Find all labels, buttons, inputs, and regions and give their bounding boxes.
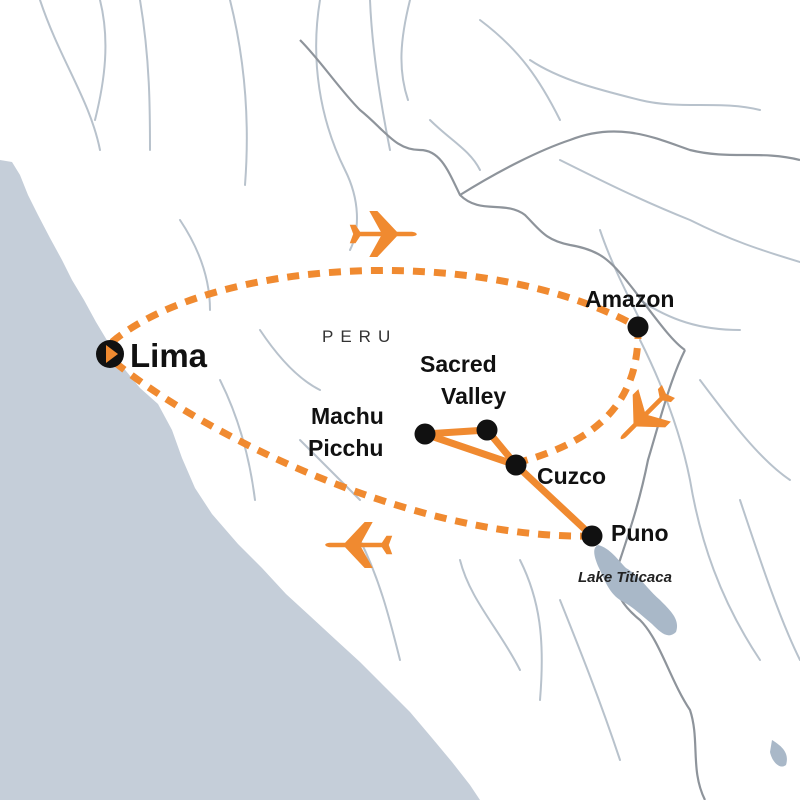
location-marker-icon[interactable] (581, 525, 603, 547)
place-label-sacred-valley[interactable]: Sacred (420, 351, 497, 377)
airplane-icon (349, 211, 417, 257)
place-label-machu-picchu[interactable]: Machu (311, 403, 384, 429)
rivers (39, 0, 800, 761)
location-marker-icon[interactable] (505, 454, 527, 476)
lake-small (770, 740, 787, 767)
place-label-lima[interactable]: Lima (130, 337, 208, 374)
route-cuzco-puno (512, 461, 596, 540)
start-marker-icon[interactable] (96, 340, 124, 368)
place-label-cuzco[interactable]: Cuzco (537, 463, 606, 489)
country-label: PERU (322, 327, 397, 346)
airplane-icon (325, 522, 393, 568)
location-marker-icon[interactable] (476, 419, 498, 441)
airplane-icon (620, 385, 675, 440)
lake-titicaca-shape (594, 545, 678, 636)
pacific-ocean (0, 160, 480, 800)
route-puno-lima (109, 357, 593, 540)
lake-label: Lake Titicaca (578, 569, 672, 586)
place-label-amazon[interactable]: Amazon (585, 286, 674, 312)
flight-routes (109, 266, 642, 540)
route-machu-cuzco (421, 430, 520, 469)
place-label-sacred-valley[interactable]: Valley (441, 383, 506, 409)
route-amazon-cuzco (519, 326, 642, 466)
location-marker-icon[interactable] (627, 316, 649, 338)
place-label-machu-picchu[interactable]: Picchu (308, 435, 383, 461)
route-lima-amazon (109, 266, 640, 345)
location-marker-icon[interactable] (414, 423, 436, 445)
place-label-puno[interactable]: Puno (611, 520, 669, 546)
